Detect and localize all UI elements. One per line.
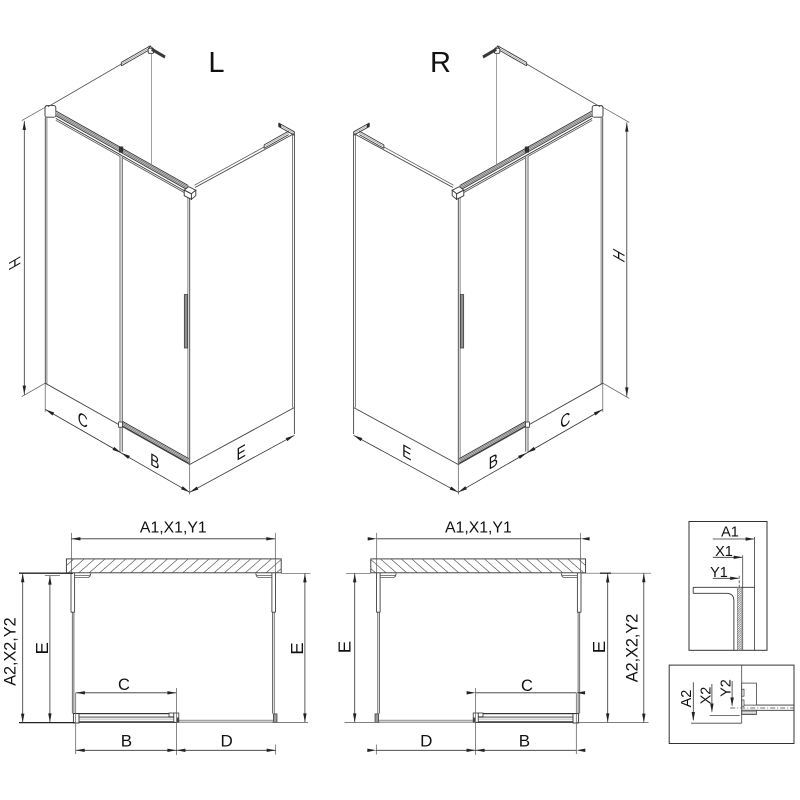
svg-text:D: D <box>220 732 232 751</box>
svg-text:E: E <box>402 440 411 465</box>
svg-text:X1: X1 <box>715 544 733 560</box>
svg-text:L: L <box>208 47 224 79</box>
svg-text:C: C <box>78 408 88 434</box>
svg-text:Y1: Y1 <box>710 565 728 581</box>
svg-text:B: B <box>489 449 498 474</box>
svg-text:A1: A1 <box>721 525 739 541</box>
svg-text:C: C <box>521 677 533 695</box>
svg-text:A1,X1,Y1: A1,X1,Y1 <box>445 519 512 536</box>
svg-text:E: E <box>335 641 355 654</box>
svg-text:B: B <box>150 449 159 474</box>
svg-text:H: H <box>5 254 23 274</box>
svg-text:A2,X2,Y2: A2,X2,Y2 <box>624 614 642 682</box>
svg-text:C: C <box>118 676 130 694</box>
svg-text:C: C <box>560 408 570 434</box>
svg-text:E: E <box>237 440 246 465</box>
svg-text:A2,X2,Y2: A2,X2,Y2 <box>2 617 20 685</box>
svg-text:Y2: Y2 <box>719 679 735 697</box>
svg-text:E: E <box>32 642 52 655</box>
svg-text:A2: A2 <box>679 690 695 708</box>
svg-text:X2: X2 <box>699 687 715 705</box>
svg-text:E: E <box>287 642 307 655</box>
svg-text:D: D <box>420 732 432 751</box>
svg-text:R: R <box>430 47 451 79</box>
svg-text:B: B <box>121 732 132 751</box>
svg-text:H: H <box>611 246 629 266</box>
svg-text:B: B <box>519 732 530 751</box>
svg-text:E: E <box>589 641 609 654</box>
svg-text:A1,X1,Y1: A1,X1,Y1 <box>140 519 207 536</box>
